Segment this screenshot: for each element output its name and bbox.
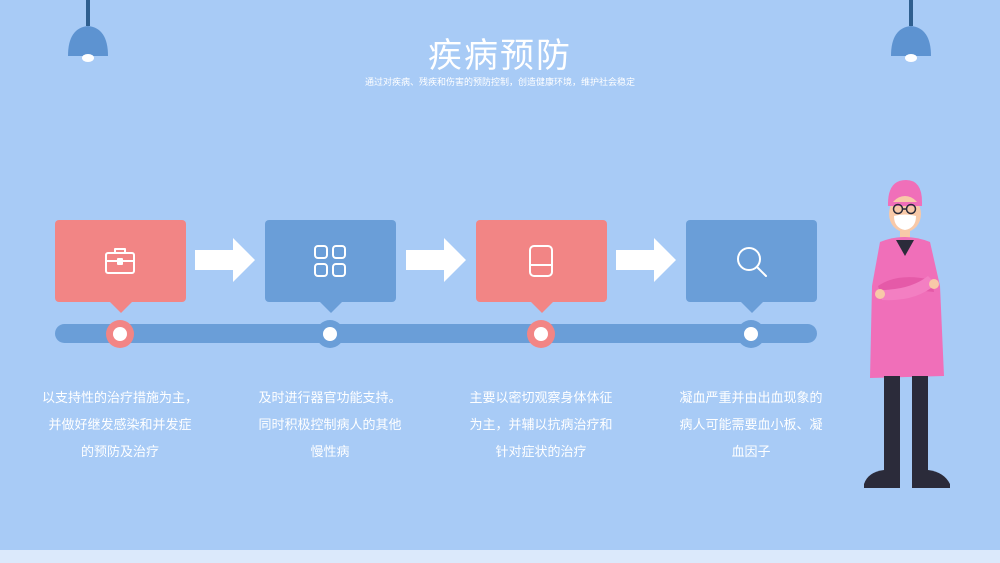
- step-description-3: 主要以密切观察身体体征 为主，并辅以抗病治疗和 针对症状的治疗: [446, 385, 636, 466]
- arrow-right-icon: [195, 238, 255, 282]
- description-line: 病人可能需要血小板、凝: [679, 418, 823, 433]
- description-line: 针对症状的治疗: [495, 445, 587, 460]
- card-pointer: [741, 302, 763, 313]
- description-line: 主要以密切观察身体体征: [469, 391, 613, 406]
- step-card-2: [265, 220, 396, 313]
- timeline-node: [106, 320, 134, 348]
- timeline-node: [316, 320, 344, 348]
- page-subtitle: 通过对疾病、残疾和伤害的预防控制，创造健康环境，维护社会稳定: [364, 78, 635, 88]
- doctor-illustration: [864, 180, 950, 488]
- grid-icon: [314, 245, 346, 277]
- step-card-4: [686, 220, 817, 313]
- bottom-band: [0, 550, 1000, 563]
- card-pointer: [110, 302, 132, 313]
- lamp-icon: [68, 0, 108, 62]
- timeline-node: [527, 320, 555, 348]
- description-line: 同时积极控制病人的其他: [258, 418, 402, 433]
- arrow-right-icon: [616, 238, 676, 282]
- step-card-1: [55, 220, 186, 313]
- description-line: 并做好继发感染和并发症: [48, 418, 192, 433]
- card-pointer: [531, 302, 553, 313]
- arrow-right-icon: [406, 238, 466, 282]
- description-line: 血因子: [731, 445, 771, 460]
- step-description-1: 以支持性的治疗措施为主， 并做好继发感染和并发症 的预防及治疗: [25, 385, 215, 466]
- step-description-4: 凝血严重并由出血现象的 病人可能需要血小板、凝 血因子: [656, 385, 846, 466]
- description-line: 以支持性的治疗措施为主，: [41, 391, 198, 406]
- page-title: 疾病预防: [428, 36, 572, 76]
- timeline-node: [737, 320, 765, 348]
- description-line: 慢性病: [310, 445, 350, 460]
- description-line: 为主，并辅以抗病治疗和: [469, 418, 613, 433]
- lamp-icon: [891, 0, 931, 62]
- description-line: 凝血严重并由出血现象的: [679, 391, 823, 406]
- tablet-icon: [529, 245, 553, 277]
- step-card-3: [476, 220, 607, 313]
- card-pointer: [320, 302, 342, 313]
- description-line: 的预防及治疗: [80, 445, 159, 460]
- timeline-bar: [55, 324, 817, 343]
- description-line: 及时进行器官功能支持。: [258, 391, 402, 406]
- step-description-2: 及时进行器官功能支持。 同时积极控制病人的其他 慢性病: [235, 385, 425, 466]
- briefcase-icon: [105, 248, 135, 274]
- search-icon: [737, 247, 767, 277]
